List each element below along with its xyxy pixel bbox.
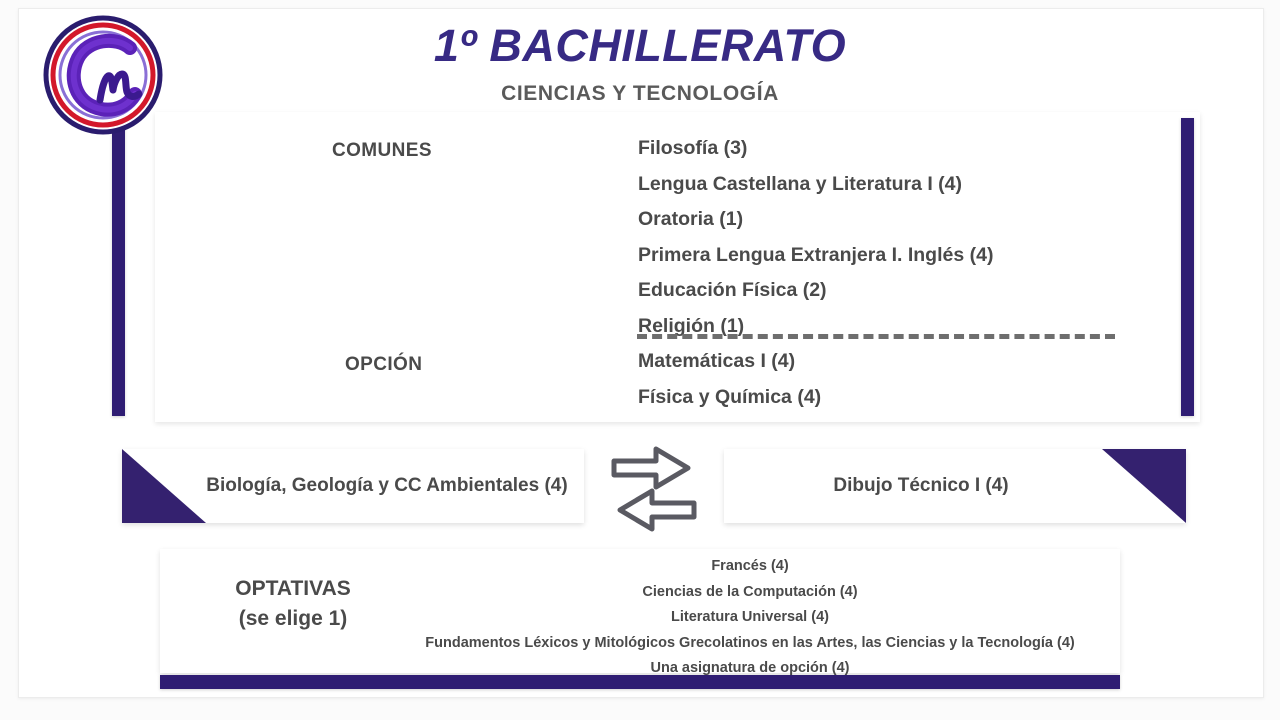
exchange-arrows xyxy=(608,443,700,535)
bottom-accent-bar xyxy=(160,675,1120,689)
subject-item: Filosofía (3) xyxy=(638,137,748,159)
panel-accent-bar-right xyxy=(1181,118,1194,416)
elective-item: Una asignatura de opción (4) xyxy=(650,660,850,676)
elective-item: Ciencias de la Computación (4) xyxy=(642,583,858,600)
subject-item: Educación Física (2) xyxy=(638,279,827,301)
elective-item: Fundamentos Léxicos y Mitológicos Grecol… xyxy=(425,634,1075,651)
panel-accent-bar-left xyxy=(112,118,125,416)
modality-card-label: Dibujo Técnico I (4) xyxy=(833,475,1009,497)
cm-monogram-icon xyxy=(43,15,163,135)
page-subtitle: CIENCIAS Y TECNOLOGÍA xyxy=(501,82,779,105)
label-optativas: OPTATIVAS (se elige 1) xyxy=(208,574,378,635)
two-way-arrow-icon xyxy=(611,446,697,532)
core-subjects-panel xyxy=(155,112,1200,422)
modality-card-dibujo[interactable]: Dibujo Técnico I (4) xyxy=(724,449,1186,523)
corner-triangle xyxy=(1102,449,1186,523)
section-divider-dashed xyxy=(637,334,1115,339)
label-comunes: COMUNES xyxy=(332,140,432,161)
subject-item: Primera Lengua Extranjera I. Inglés (4) xyxy=(638,243,994,266)
elective-item: Literatura Universal (4) xyxy=(671,609,829,625)
label-optativas-line2: (se elige 1) xyxy=(238,607,348,631)
label-opcion: OPCIÓN xyxy=(345,354,423,375)
page-title: 1º BACHILLERATO xyxy=(433,20,847,71)
subject-item: Religión (1) xyxy=(638,314,745,337)
modality-card-label: Biología, Geología y CC Ambientales (4) xyxy=(206,475,568,497)
corner-triangle xyxy=(122,449,206,523)
label-optativas-line1: OPTATIVAS xyxy=(235,577,351,600)
subject-item: Matemáticas I (4) xyxy=(638,350,796,372)
modality-card-biologia[interactable]: Biología, Geología y CC Ambientales (4) xyxy=(122,449,584,523)
electives-panel xyxy=(160,549,1120,673)
school-logo xyxy=(42,14,164,136)
subject-item: Física y Química (4) xyxy=(638,385,822,408)
electives-list: Francés (4) Ciencias de la Computación (… xyxy=(380,554,1120,682)
subject-item: Lengua Castellana y Literatura I (4) xyxy=(638,172,963,195)
subject-item: Oratoria (1) xyxy=(638,208,744,230)
subject-list: Filosofía (3) Lengua Castellana y Litera… xyxy=(638,131,1178,415)
elective-item: Francés (4) xyxy=(711,558,789,574)
